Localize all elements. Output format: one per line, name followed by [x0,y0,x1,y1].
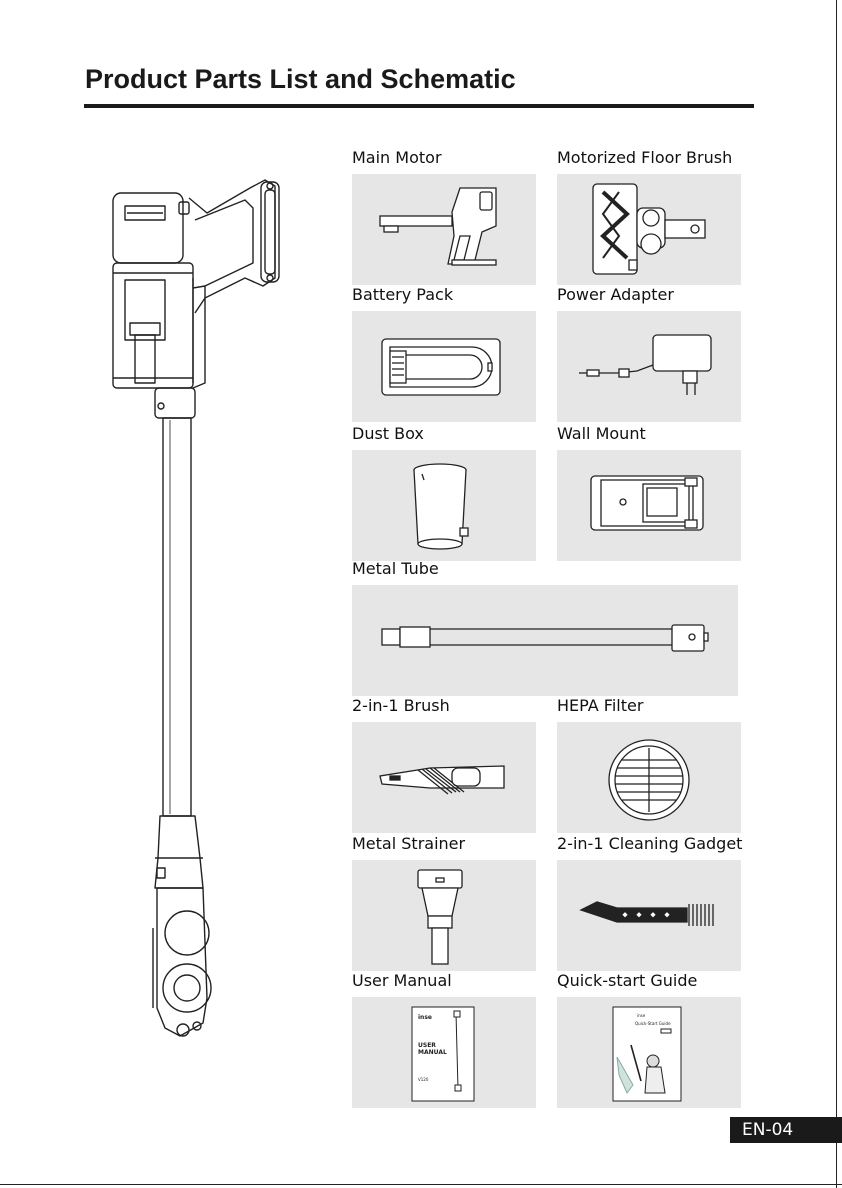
page-title: Product Parts List and Schematic [85,64,516,95]
part-image-box [557,174,741,285]
manual-model: V120 [418,1077,429,1082]
part-label: Main Motor [352,148,536,174]
part-image-box [352,311,536,422]
part-label: Power Adapter [557,285,741,311]
cleaning-gadget-icon [557,860,741,971]
part-motorized-floor-brush: Motorized Floor Brush [557,148,741,285]
part-image-box [557,722,741,833]
part-image-box [352,722,536,833]
part-image-box: inse Quick-Start Guide [557,997,741,1108]
guide-brand: inse [637,1013,646,1018]
manual-brand: inse [418,1014,432,1021]
part-image-box [557,450,741,561]
part-power-adapter: Power Adapter [557,285,741,422]
title-underline [84,104,754,108]
metal-tube-icon [352,585,738,696]
part-image-box [352,450,536,561]
quick-start-guide-icon: inse Quick-Start Guide [557,997,741,1108]
page-number-badge: EN-04 [730,1117,842,1143]
part-image-box [557,311,741,422]
part-cleaning-gadget: 2-in-1 Cleaning Gadget [557,834,741,971]
part-two-in-one-brush: 2-in-1 Brush [352,696,536,833]
page-edge-right [836,0,837,1188]
part-label: User Manual [352,971,536,997]
part-label: HEPA Filter [557,696,741,722]
floor-brush-icon [557,174,741,285]
hepa-filter-icon [557,722,741,833]
part-user-manual: User Manual inse USER MANUAL V120 [352,971,536,1108]
metal-strainer-icon [352,860,536,971]
part-dust-box: Dust Box [352,424,536,561]
part-battery-pack: Battery Pack [352,285,536,422]
two-in-one-brush-icon [352,722,536,833]
part-hepa-filter: HEPA Filter [557,696,741,833]
power-adapter-icon [557,311,741,422]
part-main-motor: Main Motor [352,148,536,285]
part-metal-tube: Metal Tube [352,559,738,696]
part-image-box [352,174,536,285]
part-image-box [352,860,536,971]
manual-heading-line2: MANUAL [418,1049,447,1056]
part-label: 2-in-1 Brush [352,696,536,722]
part-image-box: inse USER MANUAL V120 [352,997,536,1108]
dust-box-icon [352,450,536,561]
part-quick-start-guide: Quick-start Guide inse Quick-Start Guide [557,971,741,1108]
guide-heading: Quick-Start Guide [635,1021,671,1026]
part-wall-mount: Wall Mount [557,424,741,561]
part-metal-strainer: Metal Strainer [352,834,536,971]
part-label: Metal Strainer [352,834,536,860]
page-edge-bottom [0,1184,842,1185]
user-manual-icon: inse USER MANUAL V120 [352,997,536,1108]
part-label: Dust Box [352,424,536,450]
manual-heading-line1: USER [418,1042,436,1049]
part-label: 2-in-1 Cleaning Gadget [557,834,741,860]
part-label: Battery Pack [352,285,536,311]
part-label: Motorized Floor Brush [557,148,741,174]
main-motor-icon [352,174,536,285]
part-image-box [557,860,741,971]
vacuum-schematic-icon [95,168,295,1048]
part-label: Quick-start Guide [557,971,741,997]
battery-pack-icon [352,311,536,422]
part-image-box [352,585,738,696]
part-label: Metal Tube [352,559,738,585]
wall-mount-icon [557,450,741,561]
part-label: Wall Mount [557,424,741,450]
